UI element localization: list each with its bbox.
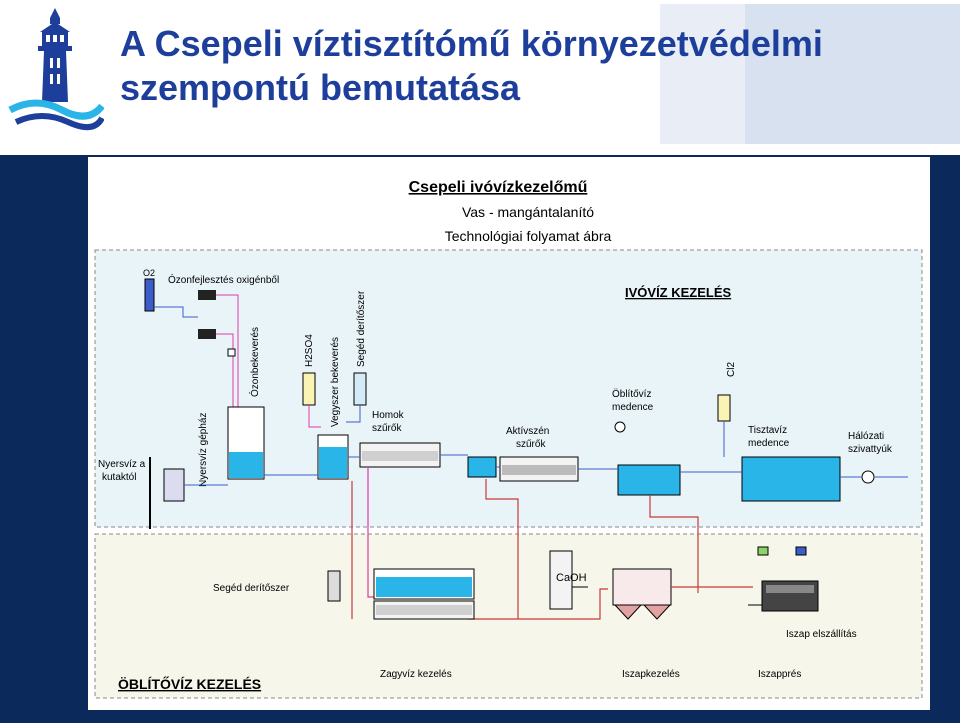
aux-clarifier-tank-lower bbox=[327, 570, 341, 602]
raw-water-pump bbox=[163, 468, 185, 502]
caoh-silo bbox=[549, 550, 573, 610]
cl2-tank bbox=[717, 394, 731, 422]
dosing-indicator-green bbox=[757, 546, 769, 556]
label-rinse-basin-2: medence bbox=[612, 402, 654, 413]
label-sludge-treatment: Iszapkezelés bbox=[622, 669, 680, 680]
water-tower-logo bbox=[8, 8, 104, 131]
label-carbon-filters-1: Aktívszén bbox=[506, 426, 549, 437]
label-clean-basin-1: Tisztavíz bbox=[748, 425, 787, 436]
section-title-drinking: IVÓVÍZ KEZELÉS bbox=[625, 285, 732, 300]
label-raw-water-1: Nyersvíz a bbox=[98, 459, 146, 470]
rinse-pump bbox=[614, 421, 626, 433]
label-ozone-generation: Ózonfejlesztés oxigénből bbox=[168, 273, 279, 286]
aux-clarifier-tank bbox=[353, 372, 367, 406]
label-chemical-mixing: Vegyszer bekeverés bbox=[330, 337, 341, 427]
label-h2so4: H2SO4 bbox=[304, 334, 315, 367]
ozone-generator-1 bbox=[198, 290, 216, 300]
label-aux-clarifier-lower: Segéd derítőszer bbox=[213, 583, 290, 594]
label-network-pumps-1: Hálózati bbox=[848, 431, 884, 442]
header-decoration-dark bbox=[745, 4, 960, 144]
diagram-subtitle-1: Vas - mangántalanító bbox=[462, 204, 594, 220]
label-cl2: Cl2 bbox=[726, 362, 737, 377]
label-ozone-mixing: Ózonbekeverés bbox=[248, 327, 261, 397]
sludge-thickener bbox=[612, 568, 672, 606]
label-network-pumps-2: szivattyúk bbox=[848, 444, 893, 455]
label-sludge-press: Iszapprés bbox=[758, 669, 801, 680]
label-clean-basin-2: medence bbox=[748, 438, 790, 449]
process-diagram-svg: Csepeli ivóvízkezelőmű Vas - mangántalan… bbox=[94, 179, 923, 699]
label-sand-filters-2: szűrők bbox=[372, 423, 402, 434]
rinse-water-section bbox=[94, 533, 923, 699]
o2-tank bbox=[144, 278, 155, 312]
intermediate-tank bbox=[467, 456, 497, 478]
h2so4-tank bbox=[302, 372, 316, 406]
label-raw-water-2: kutaktól bbox=[102, 472, 136, 483]
label-sand-filters-1: Homok bbox=[372, 410, 405, 421]
bottom-strip bbox=[88, 710, 930, 723]
label-sludge-removal: Iszap elszállítás bbox=[786, 629, 857, 640]
header: A Csepeli víztisztítómű környezetvédelmi… bbox=[0, 0, 960, 152]
clean-water-basin bbox=[741, 456, 841, 502]
label-rinse-basin-1: Öblítővíz bbox=[612, 388, 651, 400]
section-title-rinse: ÖBLÍTŐVÍZ KEZELÉS bbox=[118, 675, 261, 692]
label-aux-clarifier: Segéd derítőszer bbox=[356, 290, 367, 367]
ozone-generator-2 bbox=[198, 329, 216, 339]
label-slurry-treatment: Zagyvíz kezelés bbox=[380, 669, 452, 680]
page-title: A Csepeli víztisztítómű környezetvédelmi… bbox=[120, 23, 823, 108]
rinse-water-basin bbox=[617, 464, 681, 496]
label-o2: O2 bbox=[143, 268, 155, 278]
label-raw-water-pumphouse: Nyersvíz gépház bbox=[198, 413, 209, 487]
label-carbon-filters-2: szűrők bbox=[516, 439, 546, 450]
diagram-heading: Csepeli ivóvízkezelőmű bbox=[409, 179, 588, 196]
label-caoh: CaOH bbox=[556, 572, 587, 584]
process-diagram: Csepeli ivóvízkezelőmű Vas - mangántalan… bbox=[88, 157, 930, 710]
network-pump bbox=[861, 470, 875, 484]
diagram-subtitle-2: Technológiai folyamat ábra bbox=[445, 228, 612, 244]
dosing-indicator-blue bbox=[795, 546, 807, 556]
